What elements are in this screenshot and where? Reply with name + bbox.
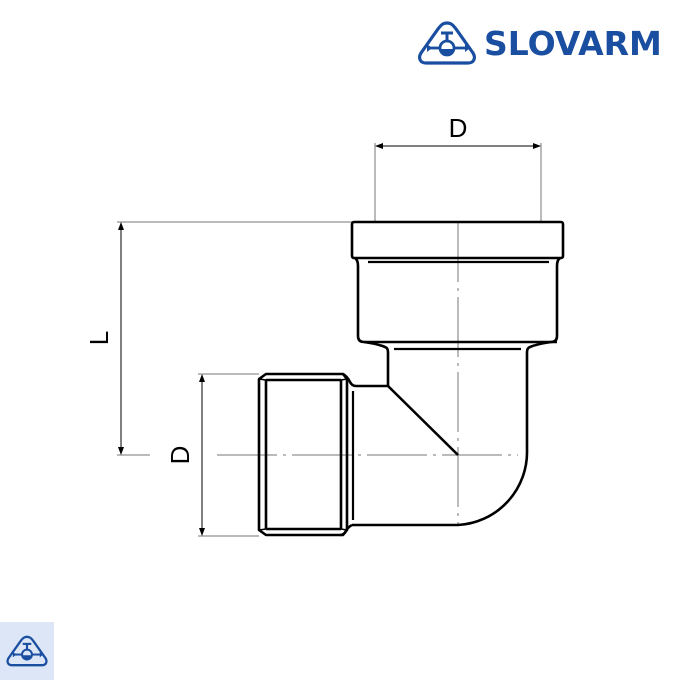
length-dimension: L — [84, 221, 352, 456]
brand-name: SLOVARM — [484, 23, 662, 63]
brand-logo: SLOVARM — [416, 20, 662, 66]
top-diameter-label: D — [449, 113, 468, 143]
center-lines — [217, 222, 518, 525]
left-diameter-label: D — [165, 446, 195, 465]
elbow-fitting — [257, 220, 565, 537]
valve-logo-icon — [418, 21, 476, 65]
left-diameter-dimension: D — [165, 373, 259, 537]
thumbnail[interactable] — [0, 622, 54, 680]
valve-logo-icon — [6, 635, 48, 667]
top-diameter-dimension: D — [374, 113, 542, 222]
length-label: L — [84, 331, 114, 345]
